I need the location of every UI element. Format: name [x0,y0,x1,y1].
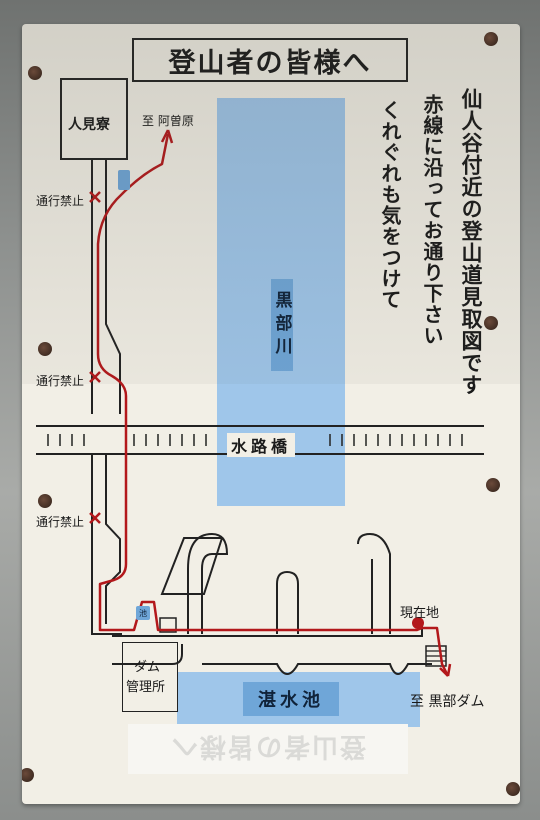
dam-office-line2: 管理所 [126,680,166,695]
sign-title: 登山者の皆様へ [132,38,408,82]
dam-office-box [122,642,178,712]
current-location-dot-icon [412,617,424,629]
bolt-icon [484,316,498,330]
no-entry-label-2: 通行禁止 [36,374,85,388]
no-entry-label-1: 通行禁止 [36,194,85,208]
hut-box [60,78,128,160]
to-abora-label: 至 阿曽原 [142,114,194,128]
current-location-label: 現在地 [400,606,440,621]
no-entry-label-3: 通行禁止 [36,515,85,529]
bolt-icon [486,478,500,492]
bolt-icon [38,494,52,508]
small-pond-label: 池 [136,606,150,620]
bolt-icon [28,66,42,80]
route-map [36,129,484,677]
notice-line-2: 赤線に沿ってお通り下さい [420,94,444,346]
notice-line-3: くれぐれも気をつけて [378,100,402,310]
reservoir-label: 湛水池 [243,682,339,716]
bolt-icon [484,32,498,46]
to-kurobe-dam-label: 至 黒部ダム [410,694,485,710]
covered-text-patch: 登山者の皆様へ [128,724,408,774]
notice-line-1: 仙人谷付近の登山道見取図です [459,88,483,396]
bolt-icon [506,782,520,796]
bridge-label: 水路橋 [227,433,296,457]
small-sign-marker [118,170,130,190]
river-label: 黒部川 [271,279,293,371]
bolt-icon [38,342,52,356]
bolt-icon [22,768,34,782]
cross-mark-icon [89,191,101,524]
sign-board: 黒部川 湛水池 登山者の皆様へ 仙人谷付近の登山道見取図です 赤線に沿ってお通り… [22,24,520,804]
hut-label: 人見寮 [68,117,110,133]
dam-office-line1: ダム [134,660,161,675]
